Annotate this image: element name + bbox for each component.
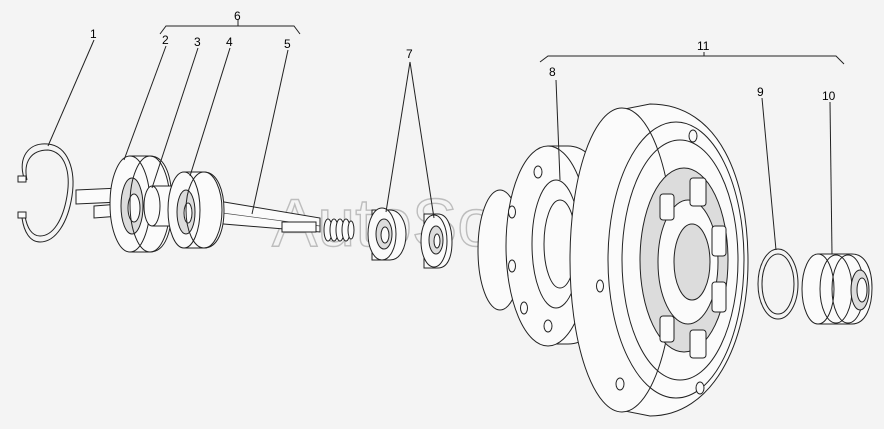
o-ring-9 [757, 248, 799, 320]
callout-6: 6 [234, 9, 241, 23]
seal-cap-10 [801, 253, 873, 325]
callout-8: 8 [549, 65, 556, 79]
shaft-thread [323, 218, 355, 242]
brake-drum [569, 103, 749, 417]
callout-11: 11 [697, 39, 710, 53]
callout-1: 1 [90, 27, 97, 41]
bearing-7-right [420, 213, 453, 269]
callout-4: 4 [226, 35, 233, 49]
callout-2: 2 [162, 33, 169, 47]
bearing-4 [167, 171, 225, 249]
retaining-ring [17, 143, 74, 243]
callout-10: 10 [822, 89, 836, 103]
bearing-7-left [367, 207, 407, 261]
leader-lines [47, 20, 845, 255]
callout-7: 7 [406, 47, 413, 61]
callout-9: 9 [757, 85, 764, 99]
callout-3: 3 [194, 35, 201, 49]
callout-5: 5 [284, 37, 291, 51]
